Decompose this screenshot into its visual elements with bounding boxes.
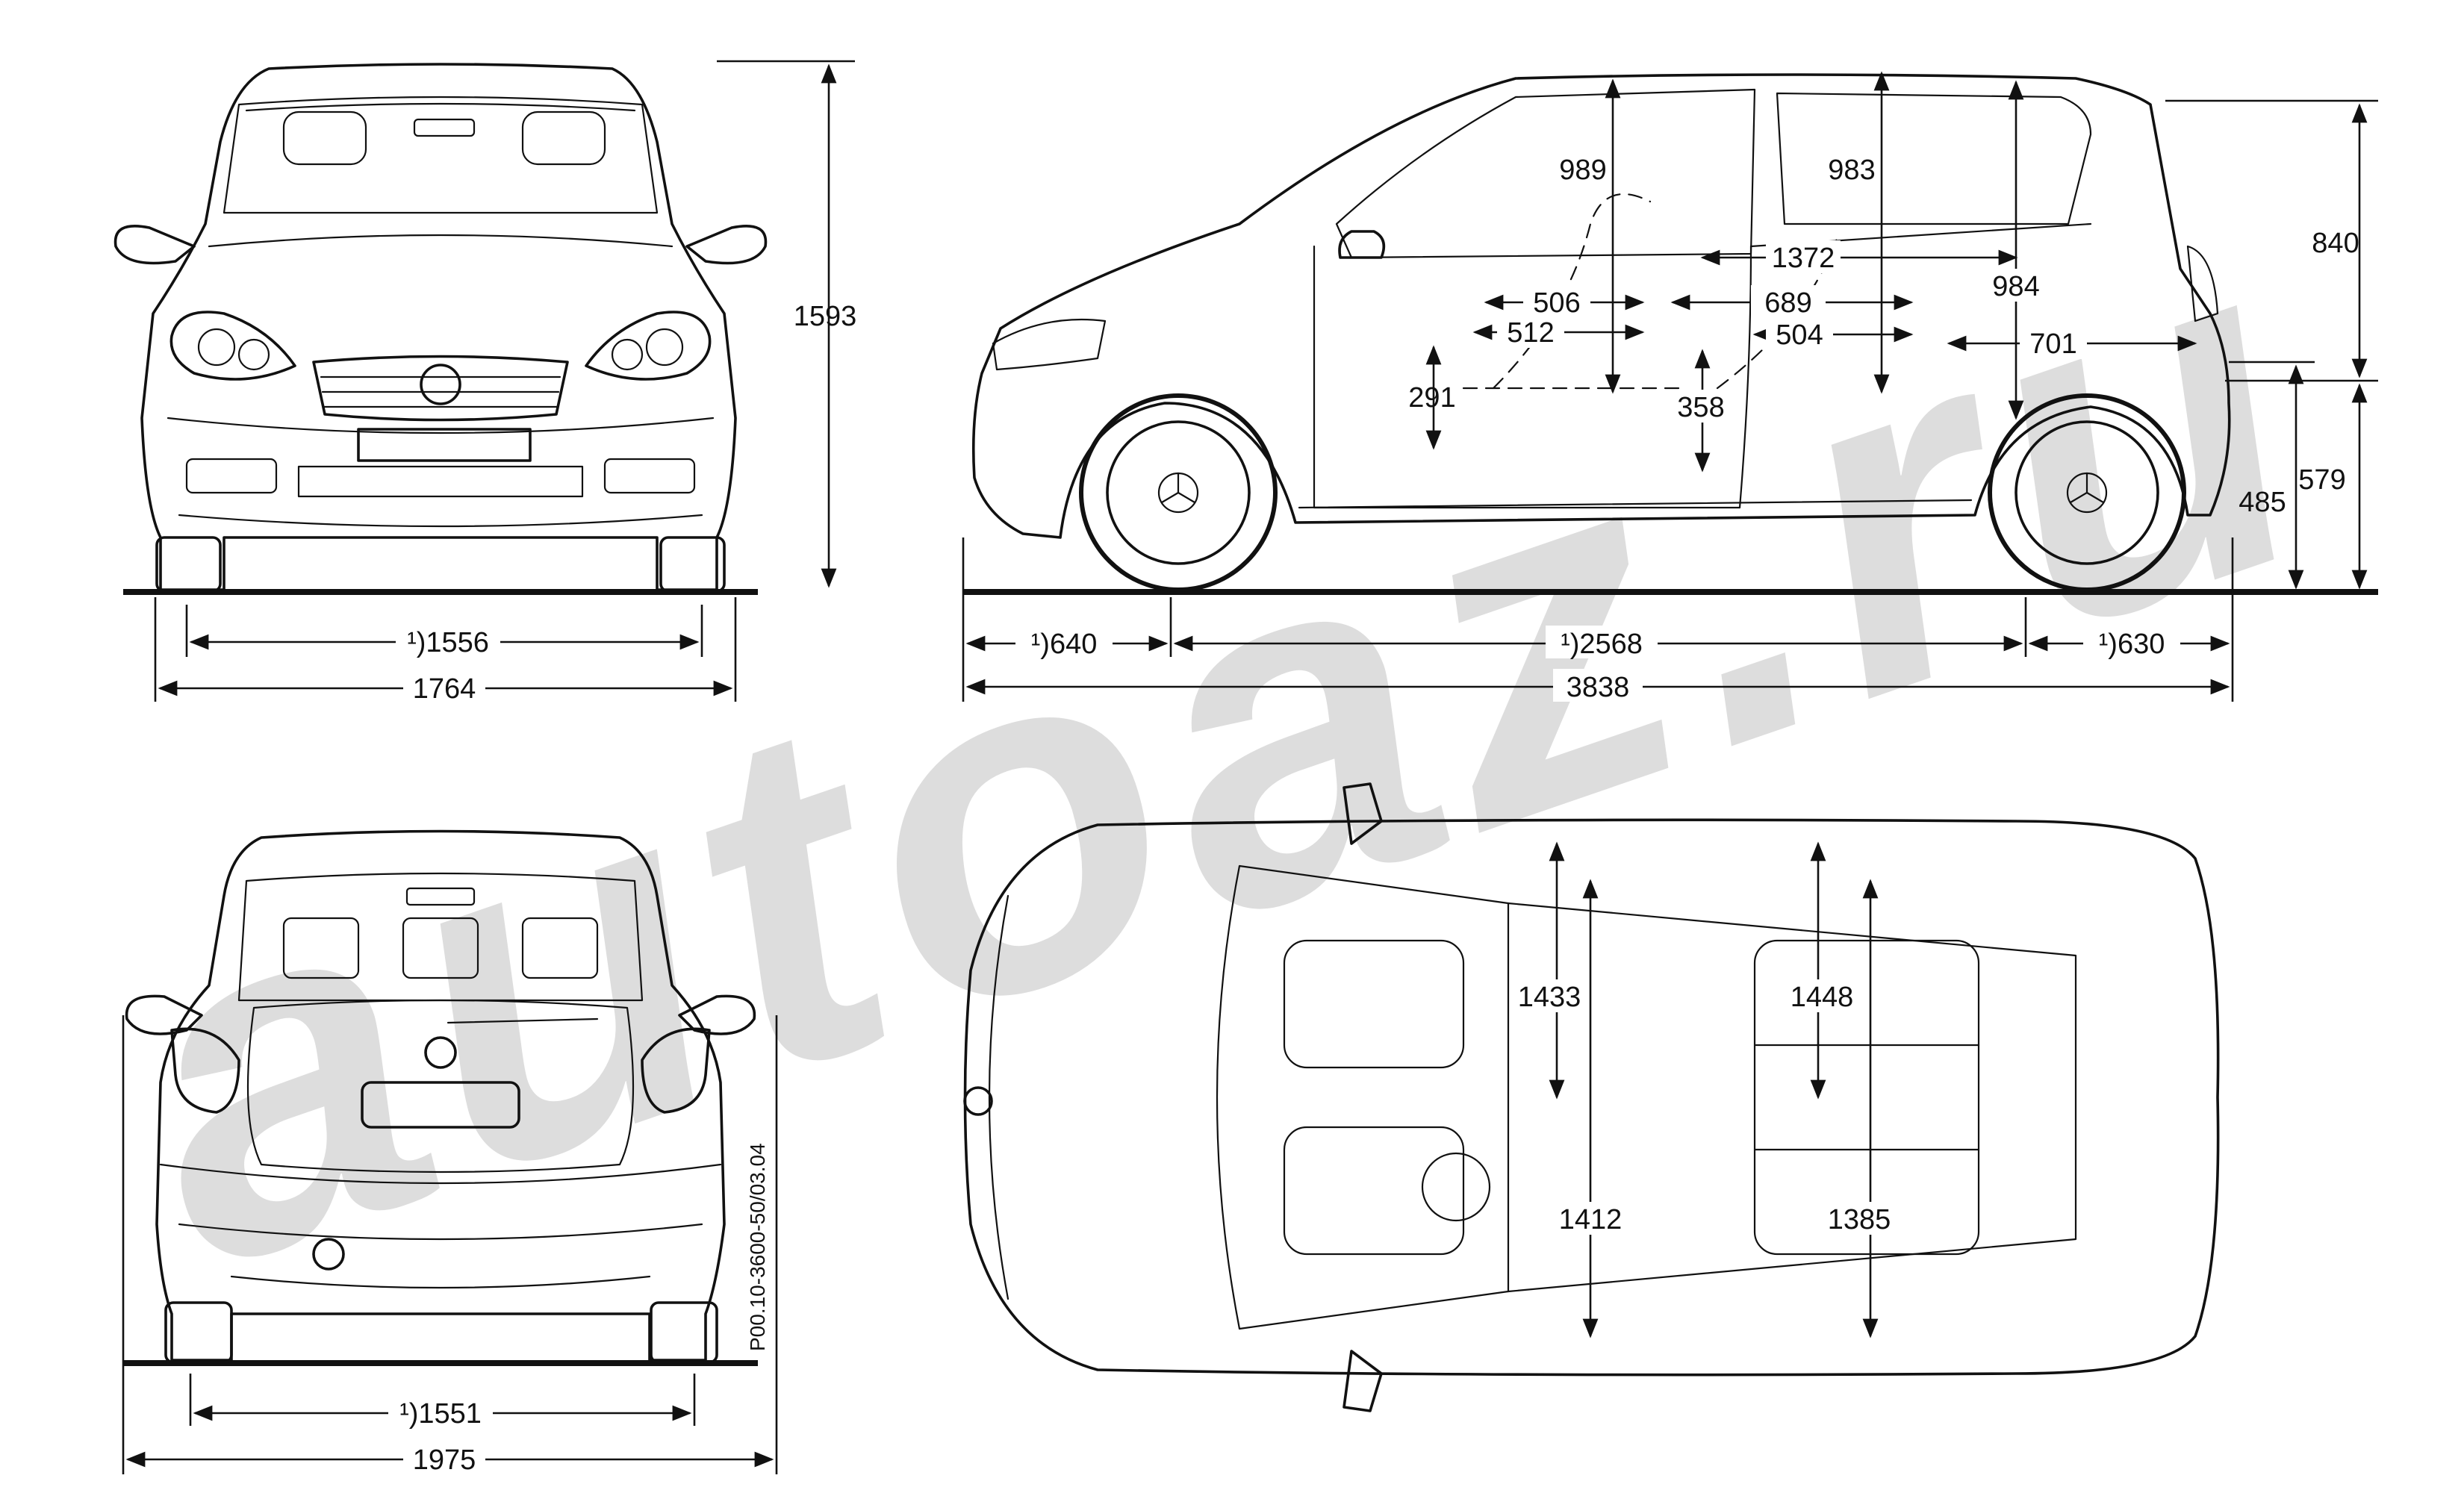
load-sill-485-label: 485 [2239, 487, 2286, 518]
seat-depth-label: 512 [1507, 317, 1554, 349]
load-sill-579-label: 579 [2298, 464, 2345, 496]
front-view: 1593 ¹)1556 1764 [113, 60, 857, 705]
rear-seat-label: 504 [1776, 320, 1823, 351]
rear-opening-height-label: 984 [1992, 271, 2039, 302]
top-view: 1433 1448 1412 1385 [963, 782, 2220, 1412]
shoulder-front-label: 1433 [1518, 982, 1581, 1013]
rear-width-label: 1975 [413, 1444, 476, 1476]
knee-room-label: 689 [1764, 287, 1811, 319]
shoulder-rear-label: 1448 [1791, 982, 1854, 1013]
length-label: 3838 [1567, 672, 1630, 703]
floor-height-label: 358 [1677, 392, 1724, 423]
headroom-front-label: 989 [1559, 155, 1606, 186]
front-width-label: 1764 [413, 673, 476, 705]
front-track-label: ¹)1556 [407, 627, 489, 658]
side-view: 989 983 1372 984 506 512 689 504 701 291… [962, 71, 2378, 703]
headroom-rear-label: 983 [1828, 155, 1875, 186]
seat-height-label: 291 [1408, 382, 1455, 414]
elbow-rear-label: 1385 [1828, 1204, 1891, 1235]
seat-front-label: 506 [1533, 287, 1580, 319]
rear-view: P00.10-3600-50/03.04 ¹)1551 1975 [122, 829, 778, 1476]
rear-track-label: ¹)1551 [399, 1398, 482, 1430]
overhang-rear-label: ¹)630 [2099, 629, 2165, 660]
wheelbase-label: ¹)2568 [1561, 629, 1643, 660]
tailgate-height-label: 840 [2312, 228, 2359, 259]
drawing-code: P00.10-3600-50/03.04 [746, 1143, 769, 1351]
interior-length-label: 1372 [1772, 243, 1835, 274]
overhang-front-label: ¹)640 [1031, 629, 1098, 660]
load-depth-label: 701 [2029, 328, 2076, 360]
elbow-front-label: 1412 [1559, 1204, 1623, 1235]
front-height-label: 1593 [794, 301, 857, 332]
